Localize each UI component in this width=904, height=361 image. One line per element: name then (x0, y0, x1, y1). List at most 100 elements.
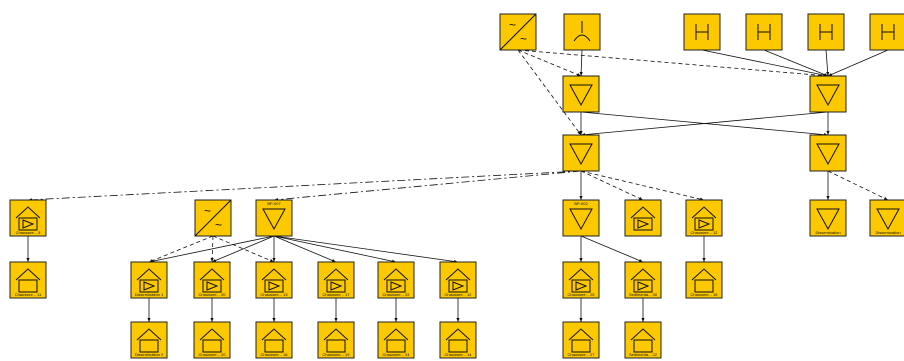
house-icon (261, 328, 287, 353)
node-t4[interactable] (809, 134, 847, 172)
node-label: BP-002 (574, 201, 588, 206)
house-icon (383, 328, 409, 353)
node-t5[interactable]: BP-007 (255, 199, 293, 237)
node-ho5[interactable]: Chaussee... 18 (255, 321, 293, 359)
node-label: Chaussee... 11 (15, 292, 42, 297)
house-icon (323, 328, 349, 353)
edge-g1-to-t3 (517, 49, 829, 78)
edge-h3-to-t3 (825, 49, 830, 77)
house-icon (568, 328, 594, 353)
triangle-icon (569, 84, 593, 107)
edge-t5-to-hp8 (273, 235, 397, 263)
node-label: Chaussee... 27 (568, 352, 596, 357)
node-t1[interactable] (562, 75, 600, 113)
node-t7[interactable]: Dissemination (809, 199, 847, 237)
node-ho4[interactable]: Chaussee... 20 (193, 321, 231, 359)
node-ho9[interactable]: Chaussee... 27 (562, 321, 600, 359)
node-h2[interactable] (745, 13, 783, 51)
node-t3[interactable] (809, 75, 847, 113)
node-label: Chaussee... 20 (199, 292, 227, 297)
triangle-icon (816, 84, 840, 107)
node-label: Chaussee... 22 (383, 292, 411, 297)
node-ho7[interactable]: Chaussee... 24 (377, 321, 415, 359)
node-label: BP-007 (267, 201, 281, 206)
node-label: Chaussee... 18 (261, 352, 289, 357)
node-label: Chaussee... 12 (445, 292, 473, 297)
edge-h1-to-t3 (701, 49, 829, 77)
svg-text:~: ~ (509, 18, 516, 32)
node-label: Chaussee... 17 (323, 292, 351, 297)
node-s1[interactable] (563, 13, 601, 51)
edge-t2-to-hp1 (27, 170, 582, 202)
edge-g2-to-hp5 (210, 235, 214, 263)
triangle-icon (569, 208, 593, 231)
house-icon (136, 328, 162, 353)
node-h3[interactable] (807, 13, 845, 51)
house-play-icon (15, 206, 41, 231)
house-icon (445, 328, 471, 353)
edge-t5-to-hp5 (211, 235, 275, 263)
triangle-icon (569, 143, 593, 166)
h-icon (757, 24, 771, 40)
node-label: Chaussee... 25 (568, 292, 596, 297)
node-label: Chaussee... 12 (691, 230, 719, 235)
node-hp4[interactable]: Dissemination 1 (130, 261, 168, 299)
node-g2[interactable]: ~~ (194, 199, 232, 237)
node-hp10[interactable]: Chaussee... 25 (562, 261, 600, 299)
h-icon (881, 24, 895, 40)
node-ho6[interactable]: Chaussee... 19 (317, 321, 355, 359)
h-icon (695, 24, 709, 40)
edge-t4-to-t8 (827, 170, 889, 201)
edge-h4-to-t3 (827, 49, 889, 77)
node-hp6[interactable]: Chaussee... 13 (255, 261, 293, 299)
node-label: Chaussee... 13 (261, 292, 289, 297)
edge-g1-to-t2 (517, 49, 582, 136)
node-label: Chaussee... 20 (199, 352, 227, 357)
node-ho3[interactable]: Dissemination 2 (130, 321, 168, 359)
house-icon (691, 268, 717, 293)
edges-layer (26, 49, 889, 322)
triangle-icon (816, 143, 840, 166)
house-icon (15, 268, 41, 293)
node-label: Chaussee... 14 (445, 352, 473, 357)
node-ho10[interactable]: Sedimenta... 22 (624, 321, 662, 359)
node-t2[interactable] (562, 134, 600, 172)
node-hp9[interactable]: Chaussee... 12 (439, 261, 477, 299)
node-hp7[interactable]: Chaussee... 17 (317, 261, 355, 299)
node-hp1[interactable]: Chaussee... 5 (9, 199, 47, 237)
node-hp2[interactable] (624, 199, 662, 237)
node-label: Dissemination 1 (135, 292, 164, 297)
house-play-icon (323, 268, 349, 293)
node-label: Dissemination (815, 230, 840, 235)
source-icon (573, 21, 591, 42)
node-g1[interactable]: ~~ (499, 13, 537, 51)
node-hp3[interactable]: Chaussee... 12 (685, 199, 723, 237)
node-t6[interactable]: BP-002 (562, 199, 600, 237)
house-play-icon (445, 268, 471, 293)
node-h1[interactable] (683, 13, 721, 51)
triangle-icon (816, 208, 840, 231)
node-hp11[interactable]: Sedimenta... 30 (624, 261, 662, 299)
node-label: Dissemination (875, 230, 900, 235)
node-ho8[interactable]: Chaussee... 14 (439, 321, 477, 359)
svg-text:~: ~ (215, 218, 222, 232)
node-label: Chaussee... 19 (323, 352, 351, 357)
edge-t5-to-hp4 (148, 235, 275, 263)
node-ho1[interactable]: Chaussee... 11 (9, 261, 47, 299)
node-h4[interactable] (869, 13, 904, 51)
edge-g2-to-hp4 (148, 235, 214, 263)
node-hp5[interactable]: Chaussee... 20 (193, 261, 231, 299)
house-play-icon (136, 268, 162, 293)
node-label: Chaussee... 5 (16, 230, 41, 235)
node-t8[interactable]: Dissemination (869, 199, 904, 237)
node-hp8[interactable]: Chaussee... 22 (377, 261, 415, 299)
node-label: Sedimenta... 22 (629, 352, 658, 357)
house-play-icon (568, 268, 594, 293)
house-icon (199, 328, 225, 353)
generator-icon: ~~ (194, 199, 232, 237)
node-ho2[interactable]: Chaussee... 15 (685, 261, 723, 299)
edge-t3-to-t2 (580, 111, 829, 137)
house-icon (630, 328, 656, 353)
